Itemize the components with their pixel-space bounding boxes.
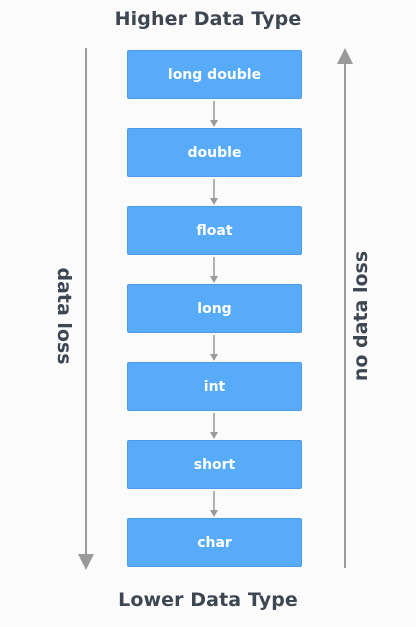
type-box-float: float <box>127 206 302 255</box>
connector-arrowhead <box>210 432 218 439</box>
type-box-long-double: long double <box>127 50 302 99</box>
connector-arrowhead <box>210 198 218 205</box>
type-box-short: short <box>127 440 302 489</box>
connector-arrowhead <box>210 276 218 283</box>
type-box-int: int <box>127 362 302 411</box>
connector-arrowhead <box>210 354 218 361</box>
higher-data-type-title: Higher Data Type <box>114 8 302 30</box>
data-loss-label: data loss <box>53 267 75 365</box>
type-box-double: double <box>127 128 302 177</box>
type-box-long: long <box>127 284 302 333</box>
connector-arrowhead <box>210 120 218 127</box>
left-down-arrow <box>78 48 94 570</box>
lower-data-type-title: Lower Data Type <box>118 589 298 611</box>
type-box-char: char <box>127 518 302 567</box>
connector-arrowhead <box>210 510 218 517</box>
no-data-loss-label: no data loss <box>350 250 372 382</box>
